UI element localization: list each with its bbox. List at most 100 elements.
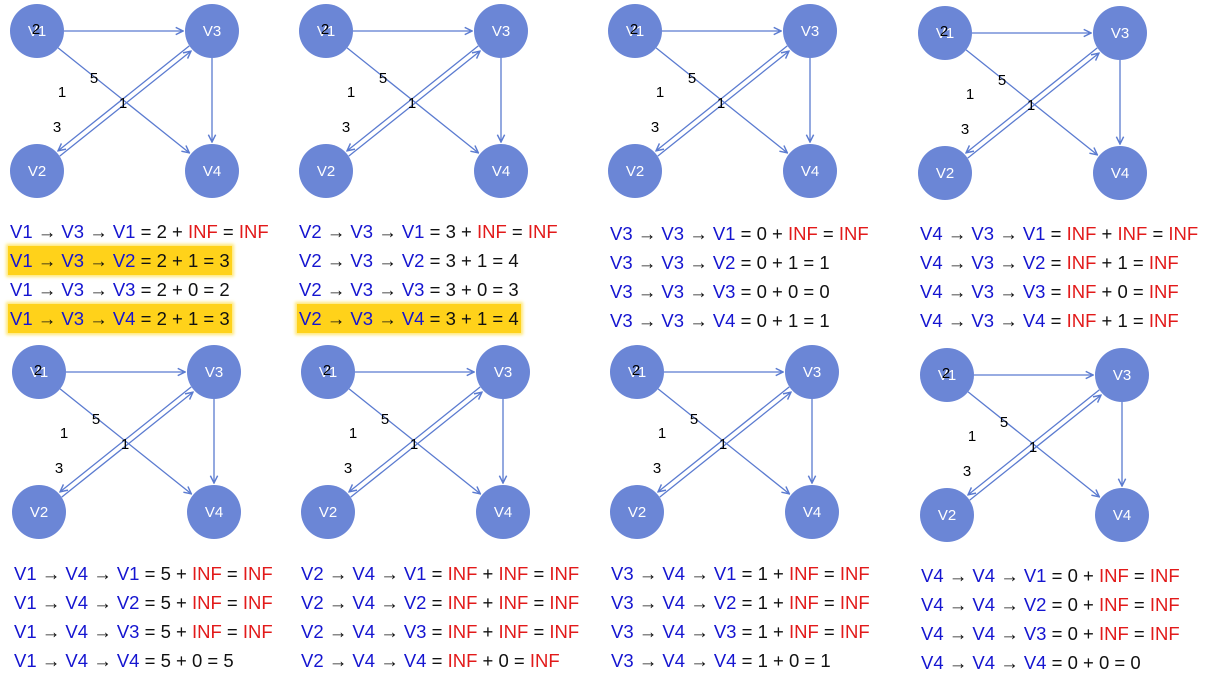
operator-token: = xyxy=(226,563,238,584)
path-equation: V4 → V3 → V1 = INF + INF = INF xyxy=(918,219,1200,248)
vertex-token: V3 xyxy=(611,650,634,671)
weight-v3-v2: 3 xyxy=(963,463,971,480)
node-label-v3: V3 xyxy=(494,364,512,381)
operator-token: → xyxy=(1000,623,1019,644)
infinity-token: INF xyxy=(529,650,560,671)
operator-token: → xyxy=(638,621,658,642)
vertex-token: V4 xyxy=(662,592,686,613)
path-equation: V3 → V3 → V3 = 0 + 0 = 0 xyxy=(608,277,871,306)
node-label-v1: V1 xyxy=(936,25,954,42)
operator-token: + xyxy=(176,592,187,613)
node-v4 xyxy=(476,485,530,539)
vertex-token: V1 xyxy=(14,592,37,613)
operator-token: → xyxy=(637,310,657,331)
weight-v3-v4: 1 xyxy=(719,436,727,453)
path-equation: V2 → V4 → V2 = INF + INF = INF xyxy=(299,588,581,617)
number-token: 4 xyxy=(508,308,519,329)
node-label-v3: V3 xyxy=(492,23,510,40)
vertex-token: V3 xyxy=(713,621,737,642)
edge-v2-v3 xyxy=(967,53,1099,159)
operator-token: = xyxy=(492,250,504,271)
edge-v3-v2 xyxy=(58,45,190,151)
operator-token: = xyxy=(823,592,835,613)
vertex-token: V3 xyxy=(61,250,85,271)
operator-token: + xyxy=(176,650,187,671)
edge-v2-v3 xyxy=(348,51,480,157)
operator-token: = xyxy=(741,650,753,671)
edge-v2-v3 xyxy=(657,51,789,157)
infinity-token: INF xyxy=(839,563,870,584)
vertex-token: V4 xyxy=(972,652,996,673)
infinity-token: INF xyxy=(1148,252,1179,273)
number-token: 1 xyxy=(757,621,768,642)
operator-token: + xyxy=(461,279,472,300)
node-label-v2: V2 xyxy=(30,504,48,521)
node-v1 xyxy=(608,4,662,58)
node-v1 xyxy=(918,6,972,60)
node-v3 xyxy=(1095,348,1149,402)
operator-token: → xyxy=(378,308,397,329)
node-label-v1: V1 xyxy=(628,364,646,381)
vertex-token: V4 xyxy=(972,594,996,615)
vertex-token: V1 xyxy=(14,621,37,642)
operator-token: → xyxy=(999,223,1018,244)
vertex-token: V4 xyxy=(662,650,686,671)
operator-token: = xyxy=(429,221,441,242)
number-token: 0 xyxy=(1067,565,1078,586)
vertex-token: V2 xyxy=(299,279,322,300)
infinity-token: INF xyxy=(788,621,819,642)
vertex-token: V3 xyxy=(61,221,85,242)
node-label-v4: V4 xyxy=(1111,165,1129,182)
number-token: 1 xyxy=(476,308,488,329)
vertex-token: V2 xyxy=(112,250,136,271)
vertex-token: V3 xyxy=(350,279,374,300)
vertex-token: V2 xyxy=(299,250,322,271)
vertex-token: V1 xyxy=(1023,565,1047,586)
operator-token: → xyxy=(690,621,709,642)
vertex-token: V4 xyxy=(401,308,425,329)
path-equation: V4 → V3 → V2 = INF + 1 = INF xyxy=(918,248,1200,277)
operator-token: → xyxy=(999,252,1018,273)
operator-token: → xyxy=(1000,565,1019,586)
infinity-token: INF xyxy=(788,563,819,584)
number-token: 5 xyxy=(223,650,234,671)
operator-token: = xyxy=(823,563,835,584)
infinity-token: INF xyxy=(1066,281,1097,302)
weight-v1-v3: 2 xyxy=(632,362,640,379)
operator-token: + xyxy=(1101,223,1113,244)
vertex-token: V4 xyxy=(352,650,376,671)
node-v1 xyxy=(10,4,64,58)
node-v4 xyxy=(783,144,837,198)
infinity-token: INF xyxy=(242,621,273,642)
node-label-v4: V4 xyxy=(803,504,821,521)
operator-token: = xyxy=(140,279,152,300)
path-equation: V4 → V4 → V3 = 0 + INF = INF xyxy=(919,619,1182,648)
vertex-token: V3 xyxy=(971,252,995,273)
node-v4 xyxy=(185,144,239,198)
operator-token: = xyxy=(803,310,815,331)
operator-token: → xyxy=(689,281,708,302)
operator-token: = xyxy=(492,279,504,300)
operator-token: = xyxy=(740,281,752,302)
edge-v2-v3 xyxy=(350,392,482,498)
edge-v1-v4 xyxy=(348,388,480,494)
vertex-token: V4 xyxy=(662,563,686,584)
operator-token: → xyxy=(89,308,108,329)
infinity-token: INF xyxy=(498,563,529,584)
operator-token: → xyxy=(37,279,57,300)
edge-v3-v2 xyxy=(966,47,1098,153)
infinity-token: INF xyxy=(1148,310,1179,331)
vertex-token: V3 xyxy=(661,310,685,331)
operator-token: = xyxy=(140,308,152,329)
vertex-token: V3 xyxy=(661,281,685,302)
infinity-token: INF xyxy=(238,221,269,242)
vertex-token: V2 xyxy=(301,563,324,584)
number-token: 1 xyxy=(819,310,830,331)
operator-token: + xyxy=(172,279,183,300)
weight-v3-v4: 1 xyxy=(408,95,416,112)
weight-v2-v3: 1 xyxy=(60,425,68,442)
